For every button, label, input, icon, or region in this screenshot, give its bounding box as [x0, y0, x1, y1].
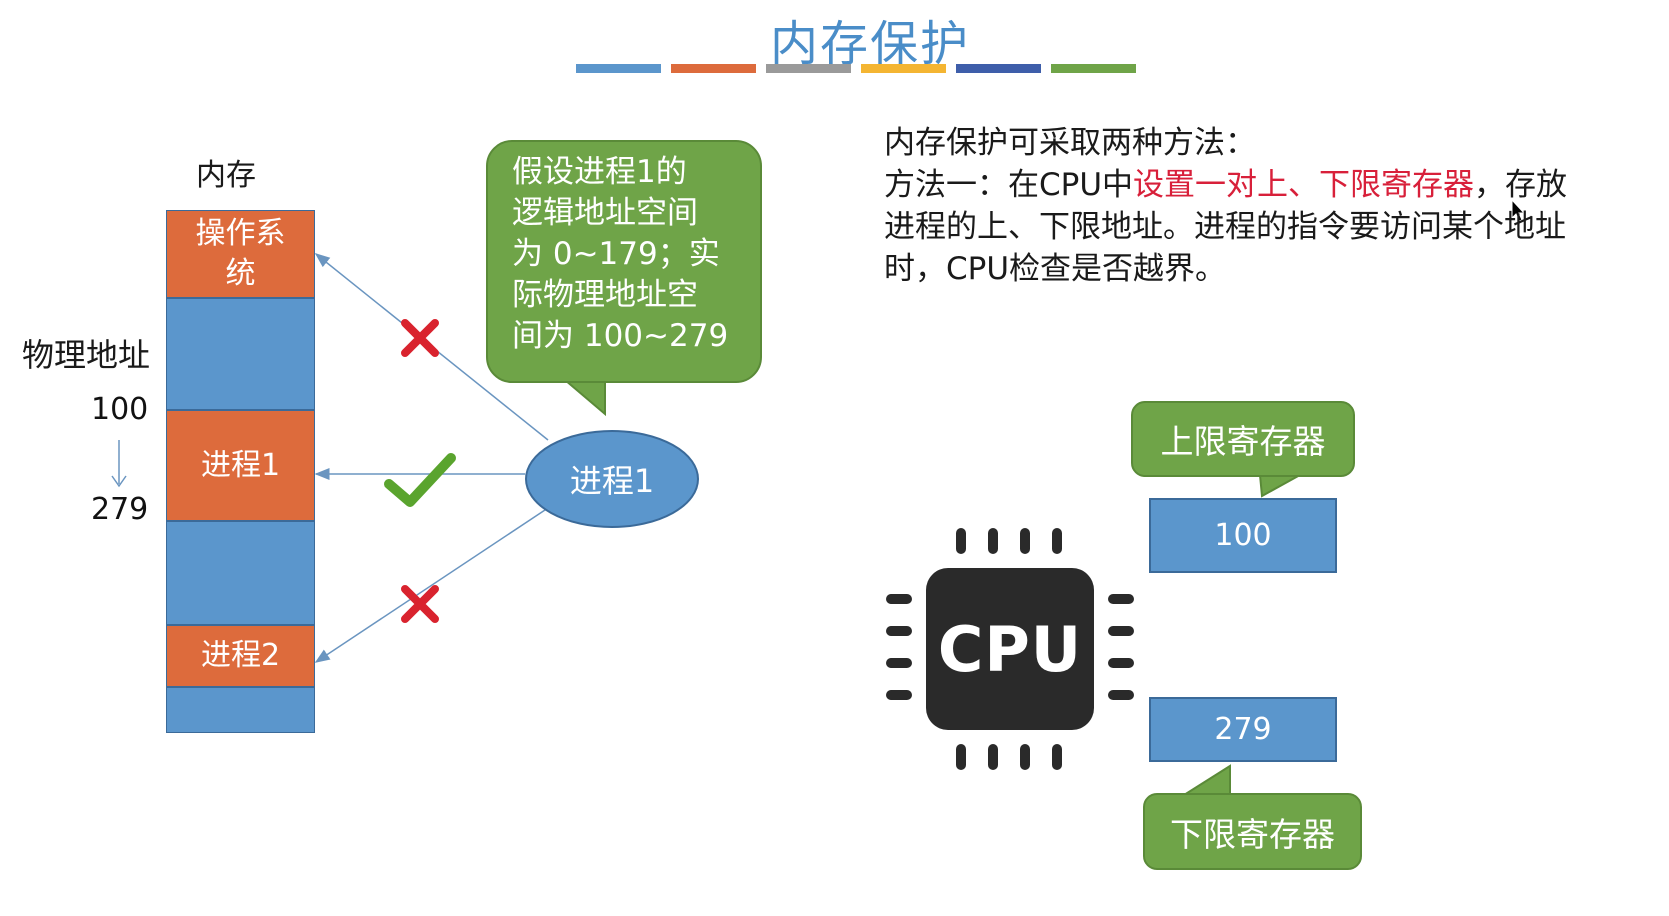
callout-line-1: 假设进程1的 [512, 154, 687, 190]
memory-os-label: 操作系统 [195, 216, 286, 291]
cursor-icon [1511, 198, 1526, 222]
callout-line-5: 间为 100~279 [512, 318, 729, 354]
lower-register-label: 下限寄存器 [1143, 793, 1362, 870]
color-bar-2 [671, 64, 756, 73]
color-bar-4 [861, 64, 946, 73]
callout-line-2: 逻辑地址空间 [512, 195, 698, 231]
lower-register-value: 279 [1149, 697, 1337, 762]
cpu-label: CPU [937, 612, 1083, 686]
description-line-1: 内存保护可采取两种方法： [884, 125, 1256, 161]
description-line-2b: ，存放 [1474, 167, 1568, 203]
cross-icon [401, 585, 439, 623]
upper-register-value: 100 [1149, 498, 1337, 573]
page-title: 内存保护 [769, 16, 970, 72]
color-bar-5 [956, 64, 1041, 73]
memory-free-segment-3 [166, 687, 315, 733]
callout-line-4: 际物理地址空 [512, 277, 698, 313]
address-end: 279 [91, 492, 149, 527]
color-bar-3 [766, 64, 851, 73]
process1-node-label: 进程1 [569, 462, 655, 500]
description: 内存保护可采取两种方法： 方法一：在CPU中设置一对上、下限寄存器，存放 进程的… [884, 122, 1669, 290]
memory-process2-label: 进程2 [200, 638, 281, 673]
color-bar-1 [576, 64, 661, 73]
assumption-callout: 假设进程1的 逻辑地址空间 为 0~179；实 际物理地址空 间为 100~27… [486, 140, 762, 383]
arrow-to-process2 [314, 507, 549, 663]
memory-process1-label: 进程1 [200, 447, 281, 483]
color-bar-6 [1051, 64, 1136, 73]
address-start: 100 [91, 392, 149, 427]
memory-os-segment: 操作系统 [166, 210, 315, 298]
memory-free-segment-2 [166, 521, 315, 625]
physical-address-label: 物理地址 [22, 336, 151, 374]
upper-register-tail [1258, 474, 1301, 498]
process1-node [525, 430, 699, 528]
description-line-2: 方法一：在CPU中设置一对上、下限寄存器，存放 [884, 164, 1669, 206]
memory-free-segment-1 [166, 298, 315, 410]
lower-register-tail [1180, 764, 1231, 796]
description-line-4: 时，CPU检查是否越界。 [884, 251, 1227, 287]
cross-icon [401, 319, 439, 357]
description-highlight: 设置一对上、下限寄存器 [1133, 167, 1475, 203]
upper-register-label: 上限寄存器 [1131, 401, 1355, 477]
cpu-chip-icon [886, 528, 1134, 770]
callout-tail [562, 379, 606, 417]
description-line-3: 进程的上、下限地址。进程的指令要访问某个地址 [884, 209, 1566, 245]
check-icon [384, 453, 456, 507]
description-line-2a: 方法一：在CPU中 [884, 167, 1134, 203]
memory-process2-segment: 进程2 [166, 625, 315, 687]
memory-label: 内存 [196, 158, 256, 193]
memory-process1-segment: 进程1 [166, 410, 315, 521]
address-down-arrow [111, 440, 127, 488]
callout-line-3: 为 0~179；实 [512, 236, 720, 272]
